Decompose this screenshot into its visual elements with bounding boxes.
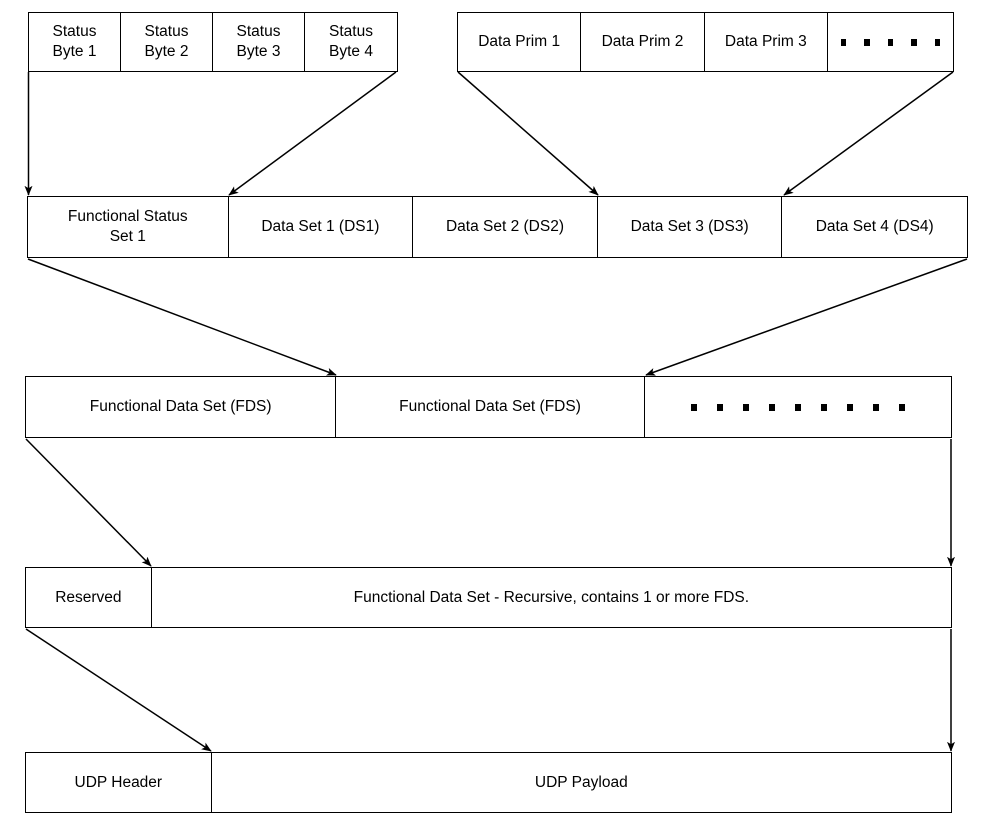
dot-icon (794, 403, 801, 411)
functional-data-set-2-cell: Functional Data Set (FDS) (336, 377, 645, 437)
functional-data-set-row: Functional Data Set (FDS) Functional Dat… (25, 376, 952, 438)
dot-icon (742, 403, 749, 411)
functional-data-set-1-cell: Functional Data Set (FDS) (26, 377, 337, 437)
arrow-fds-to-reserved-divider (25, 438, 152, 567)
dot-icon (768, 403, 775, 411)
reserved-row: Reserved Functional Data Set - Recursive… (25, 567, 952, 628)
dot-icon (911, 38, 917, 46)
udp-header-cell: UDP Header (26, 753, 212, 812)
arrow-statusbyte4-to-fss1-right (228, 71, 397, 196)
status-bytes-row: Status Byte 1 Status Byte 2 Status Byte … (28, 12, 398, 72)
udp-payload-cell: UDP Payload (211, 753, 951, 812)
udp-row: UDP Header UDP Payload (25, 752, 952, 813)
data-set-4-cell: Data Set 4 (DS4) (782, 197, 968, 257)
status-byte-1-cell: Status Byte 1 (29, 13, 121, 71)
dot-icon (716, 403, 723, 411)
dot-icon (864, 38, 870, 46)
data-set-1-cell: Data Set 1 (DS1) (228, 197, 414, 257)
dot-icon (934, 38, 940, 46)
data-set-3-cell: Data Set 3 (DS3) (597, 197, 783, 257)
arrow-dataprim1-to-dataset2 (457, 71, 599, 196)
dot-icon (690, 403, 697, 411)
dot-icon (887, 38, 894, 46)
data-prim-2-cell: Data Prim 2 (581, 13, 705, 71)
data-prim-1-cell: Data Prim 1 (458, 13, 582, 71)
status-byte-2-cell: Status Byte 2 (121, 13, 213, 71)
functional-data-set-ellipsis-cell (644, 377, 951, 437)
functional-status-set-row: Functional Status Set 1 Data Set 1 (DS1)… (27, 196, 968, 258)
dot-icon (872, 403, 879, 411)
fds-recursive-cell: Functional Data Set - Recursive, contain… (151, 568, 951, 627)
data-prim-3-cell: Data Prim 3 (704, 13, 828, 71)
functional-status-set-1-cell: Functional Status Set 1 (28, 197, 229, 257)
reserved-cell: Reserved (26, 568, 152, 627)
dot-icon (840, 38, 847, 46)
dot-icon (898, 403, 905, 411)
data-prims-row: Data Prim 1 Data Prim 2 Data Prim 3 (457, 12, 954, 72)
status-byte-4-cell: Status Byte 4 (305, 13, 397, 71)
data-set-2-cell: Data Set 2 (DS2) (413, 197, 598, 257)
arrow-dataprims-to-dataset4 (783, 71, 954, 196)
dot-icon (820, 403, 827, 411)
ellipsis-dots (649, 403, 947, 411)
arrow-dataset4-to-fds-second (645, 258, 968, 376)
data-prims-ellipsis-cell (827, 13, 953, 71)
dot-icon (846, 403, 853, 411)
ellipsis-dots (832, 38, 949, 46)
arrow-fss-to-fds-first (27, 258, 337, 376)
arrow-reserved-to-udp-header-divider (25, 628, 212, 752)
status-byte-3-cell: Status Byte 3 (213, 13, 305, 71)
